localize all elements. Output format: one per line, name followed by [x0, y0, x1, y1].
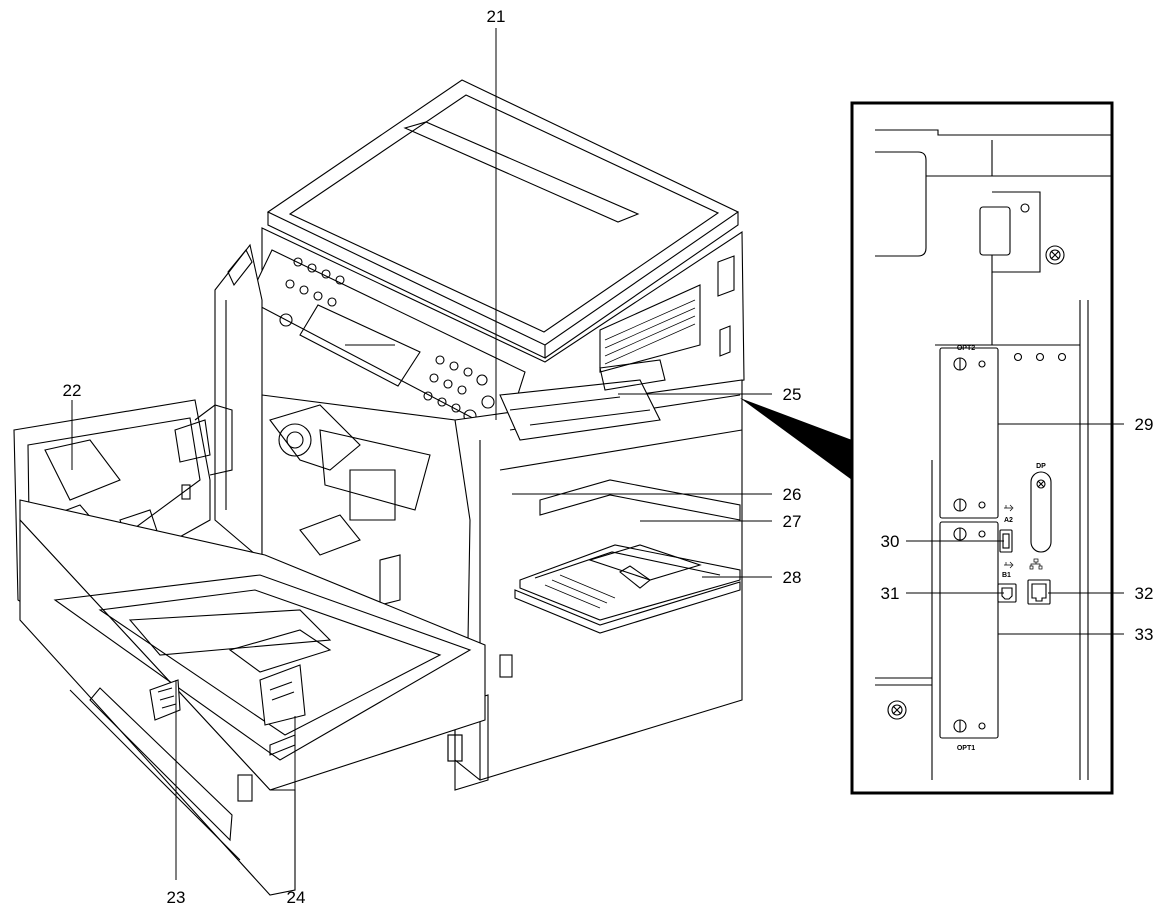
opt2-label: OPT2	[957, 345, 975, 352]
screw-icon	[1045, 245, 1065, 265]
copier-illustration	[13, 79, 745, 896]
copier-left-side	[214, 243, 263, 562]
callout-32: 32	[1135, 584, 1154, 603]
callout-21: 21	[487, 7, 506, 26]
callout-30: 30	[881, 532, 900, 551]
usb-device-port: B1	[997, 561, 1017, 603]
callout-23: 23	[167, 888, 186, 907]
callout-27: 27	[783, 512, 802, 531]
multipurpose-tray	[514, 479, 741, 634]
opt1-slot-cover: OPT1	[939, 521, 999, 752]
platen-cover	[266, 79, 740, 359]
dp-label: DP	[1036, 463, 1046, 470]
opt1-label: OPT1	[957, 745, 975, 752]
callout-24: 24	[287, 888, 306, 907]
operation-panel	[247, 249, 526, 436]
a2-label: A2	[1004, 517, 1013, 524]
opt2-slot-cover: OPT2	[939, 345, 999, 519]
callout-leaders	[71, 28, 772, 880]
callout-25: 25	[783, 385, 802, 404]
dp-connector: DP	[1030, 463, 1052, 553]
callout-33: 33	[1135, 625, 1154, 644]
screw-icon	[953, 498, 967, 512]
callout-29: 29	[1135, 415, 1154, 434]
interface-detail-inset: OPT2 DP OPT1	[850, 101, 1114, 795]
zoom-pointer	[740, 398, 852, 480]
inset-callout-leaders	[906, 423, 1124, 635]
callout-numbers: 21 22 23 24 25 26 27 28	[63, 7, 802, 907]
callout-28: 28	[783, 568, 802, 587]
b1-label: B1	[1002, 572, 1011, 579]
network-port	[1027, 558, 1051, 605]
screw-icon	[953, 719, 967, 733]
callout-22: 22	[63, 381, 82, 400]
inset-callout-numbers: 29 30 31 32 33	[881, 415, 1154, 644]
usb-icon	[1004, 504, 1014, 512]
screw-icon	[953, 357, 967, 371]
callout-26: 26	[783, 485, 802, 504]
network-icon	[1029, 558, 1043, 570]
callout-31: 31	[881, 584, 900, 603]
paper-guides	[149, 629, 332, 726]
usb-icon	[1004, 561, 1014, 569]
screw-icon	[953, 527, 967, 541]
screw-icon	[887, 700, 907, 720]
paper-output-area	[499, 359, 666, 441]
